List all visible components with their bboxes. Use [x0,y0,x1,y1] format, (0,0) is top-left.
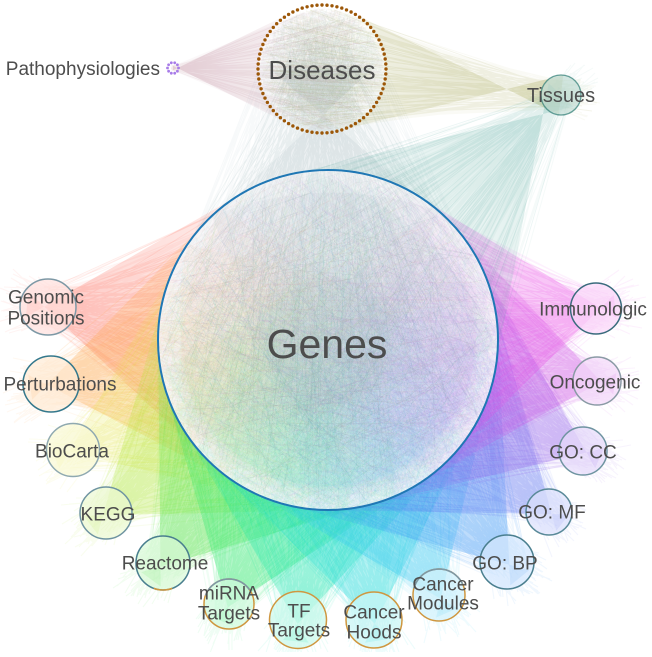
svg-text:Perturbations: Perturbations [3,375,116,396]
svg-text:Diseases: Diseases [269,55,376,85]
svg-text:Genomic: Genomic [8,288,84,309]
svg-text:TF: TF [287,602,310,623]
svg-text:Positions: Positions [7,309,84,330]
svg-text:GO: MF: GO: MF [518,503,586,524]
svg-text:Hoods: Hoods [347,623,402,644]
svg-text:Cancer: Cancer [412,575,474,596]
svg-text:Modules: Modules [407,594,479,615]
svg-text:BioCarta: BioCarta [35,442,109,463]
svg-text:GO: BP: GO: BP [472,554,537,575]
svg-text:Cancer: Cancer [343,603,405,624]
svg-text:Oncogenic: Oncogenic [550,373,641,394]
svg-text:Targets: Targets [198,604,260,625]
svg-text:KEGG: KEGG [81,505,136,526]
svg-text:Tissues: Tissues [527,85,595,107]
svg-text:Reactome: Reactome [122,554,209,575]
svg-text:Pathophysiologies: Pathophysiologies [6,59,160,80]
svg-text:Immunologic: Immunologic [539,300,647,321]
svg-text:Targets: Targets [268,621,330,642]
svg-text:Genes: Genes [267,321,388,367]
svg-text:miRNA: miRNA [199,584,259,605]
svg-text:GO: CC: GO: CC [549,443,617,464]
